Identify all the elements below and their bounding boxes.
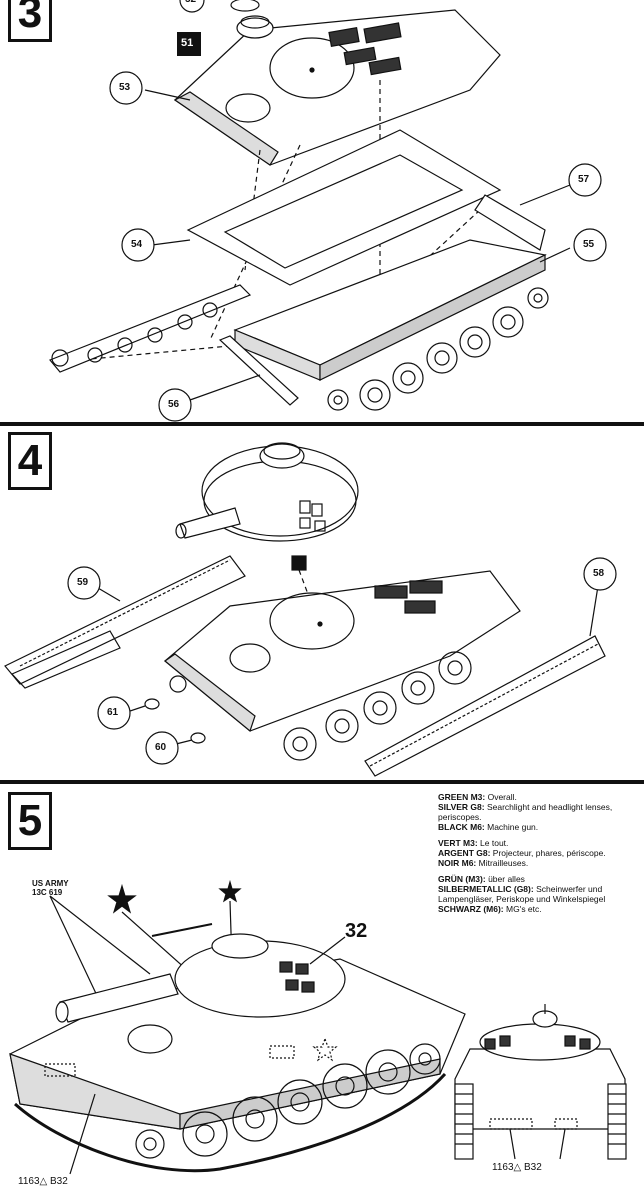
paint-legend: GREEN M3: Overall. SILVER G8: Searchligh… — [438, 792, 638, 920]
step-4-section: 4 — [0, 426, 644, 780]
legend-german: GRÜN (M3): über alles SILBERMETALLIC (G8… — [438, 874, 638, 914]
us-army-line-2: 13C 619 — [32, 888, 63, 897]
callout-57: 57 — [578, 174, 590, 185]
license-plate-rear: 1163△ B32 — [492, 1162, 542, 1173]
step-4-drawing — [4, 442, 617, 777]
legend-de-3: SCHWARZ (M6): MG's etc. — [438, 904, 542, 914]
callout-52: 52 — [185, 0, 196, 5]
tank-rear-view — [454, 1004, 627, 1160]
legend-de-2: SILBERMETALLIC (G8): Scheinwerfer und La… — [438, 884, 606, 904]
us-army-marking: US ARMY 13C 619 — [32, 879, 69, 897]
legend-fr-1: VERT M3: Le tout. — [438, 838, 509, 848]
license-plate-front: 1163△ B32 — [18, 1176, 68, 1187]
callout-55: 55 — [583, 239, 595, 250]
legend-en-3: BLACK M6: Machine gun. — [438, 822, 539, 832]
legend-en-1: GREEN M3: Overall. — [438, 792, 517, 802]
us-army-line-1: US ARMY — [32, 879, 69, 888]
track-part-58 — [364, 635, 606, 777]
callout-58: 58 — [593, 568, 605, 579]
side-plate-part-56 — [218, 335, 299, 406]
step-5-number: 5 — [8, 792, 52, 850]
legend-english: GREEN M3: Overall. SILVER G8: Searchligh… — [438, 792, 638, 832]
part-61 — [144, 698, 160, 710]
legend-en-2: SILVER G8: Searchlight and headlight len… — [438, 802, 613, 822]
step-3-drawing — [49, 0, 607, 422]
step-3-number: 3 — [8, 0, 52, 42]
callout-61: 61 — [107, 707, 119, 718]
step4-roadwheels — [169, 651, 472, 761]
callout-51: 51 — [181, 37, 194, 49]
legend-fr-2: ARGENT G8: Projecteur, phares, périscope… — [438, 848, 606, 858]
turret-ring-outline — [269, 37, 355, 99]
star-marking-right — [218, 879, 242, 903]
section-divider-3-4 — [0, 422, 644, 426]
step-5-drawing — [9, 879, 627, 1175]
legend-french: VERT M3: Le tout. ARGENT G8: Projecteur,… — [438, 838, 638, 868]
step-5-section: 5 — [0, 784, 644, 1188]
legend-de-1: GRÜN (M3): über alles — [438, 874, 525, 884]
step5-roadwheels — [135, 1043, 441, 1159]
star-marking-left — [107, 883, 137, 914]
callout-59: 59 — [77, 577, 89, 588]
hatch-part-52 — [230, 0, 260, 12]
right-roadwheels — [327, 287, 549, 411]
turret-number-32: 32 — [345, 920, 368, 942]
callout-54: 54 — [131, 239, 143, 250]
callout-60: 60 — [155, 742, 167, 753]
legend-fr-3: NOIR M6: Mitrailleuses. — [438, 858, 529, 868]
left-roadwheels — [51, 302, 218, 367]
callout-56: 56 — [168, 399, 180, 410]
part-60 — [190, 732, 206, 744]
step-3-section: 3 — [0, 0, 644, 422]
driver-hatch-opening — [225, 93, 271, 123]
callout-51-box — [177, 32, 201, 56]
step-4-number: 4 — [8, 432, 52, 490]
callout-53: 53 — [119, 82, 131, 93]
section-divider-4-5 — [0, 780, 644, 784]
rear-plate-part-57 — [474, 194, 546, 251]
